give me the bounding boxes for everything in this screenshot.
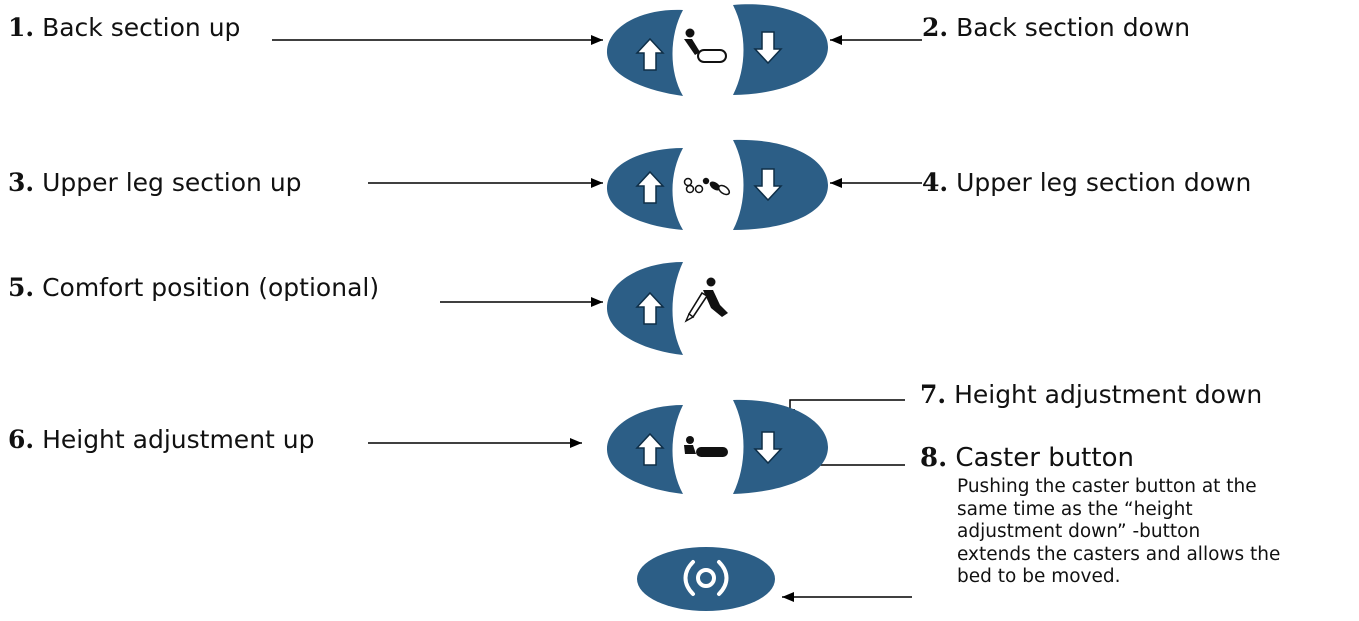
height-adjustment-down-button[interactable] (733, 399, 828, 494)
caster-icon (683, 560, 729, 596)
back-section-icon (684, 28, 727, 63)
label-height-adjustment-down: 7. Height adjustment down (920, 380, 1262, 410)
caster-note-line: adjustment down” -button (957, 521, 1201, 542)
label-upper-leg-section-down: 4. Upper leg section down (922, 168, 1251, 198)
item-text: Upper leg section up (42, 168, 302, 197)
comfort-position-icon (684, 277, 728, 323)
caster-note: Pushing the caster button at the same ti… (957, 476, 1352, 589)
caster-control (637, 547, 775, 611)
item-number: 1. (8, 13, 35, 42)
item-text: Caster button (955, 443, 1134, 473)
label-back-section-down: 2. Back section down (922, 13, 1190, 43)
leader-arrows (272, 35, 922, 602)
item-number: 6. (8, 425, 35, 454)
caster-button[interactable] (637, 547, 775, 611)
item-number: 5. (8, 273, 35, 302)
caster-note-line: bed to be moved. (957, 566, 1121, 587)
item-number: 7. (920, 380, 947, 409)
label-height-adjustment-up: 6. Height adjustment up (8, 425, 315, 455)
caster-note-line: same time as the “height (957, 498, 1193, 520)
label-upper-leg-section-up: 3. Upper leg section up (8, 168, 302, 198)
item-text: Height adjustment down (954, 380, 1263, 409)
upper-leg-section-icon (683, 177, 731, 196)
item-text: Back section down (956, 13, 1191, 42)
item-number: 3. (8, 168, 35, 197)
height-adjustment-icon (684, 436, 728, 457)
upper-leg-section-down-button[interactable] (733, 139, 828, 230)
item-text: Upper leg section down (956, 168, 1252, 197)
upper-leg-section-control (606, 139, 828, 230)
item-text: Height adjustment up (42, 425, 315, 454)
item-number: 2. (922, 13, 949, 42)
item-number: 4. (922, 168, 949, 197)
item-number: 8. (920, 443, 948, 473)
height-adjustment-control (606, 399, 828, 494)
caster-note-line: Pushing the caster button at the (957, 476, 1257, 497)
back-section-control (606, 4, 828, 96)
item-text: Back section up (42, 13, 241, 42)
label-back-section-up: 1. Back section up (8, 13, 240, 43)
comfort-position-control (606, 262, 728, 355)
caster-note-line: extends the casters and allows the (957, 543, 1281, 565)
label-comfort-position: 5. Comfort position (optional) (8, 273, 379, 303)
label-caster-button: 8. Caster button (920, 443, 1134, 473)
item-text: Comfort position (optional) (42, 273, 380, 302)
